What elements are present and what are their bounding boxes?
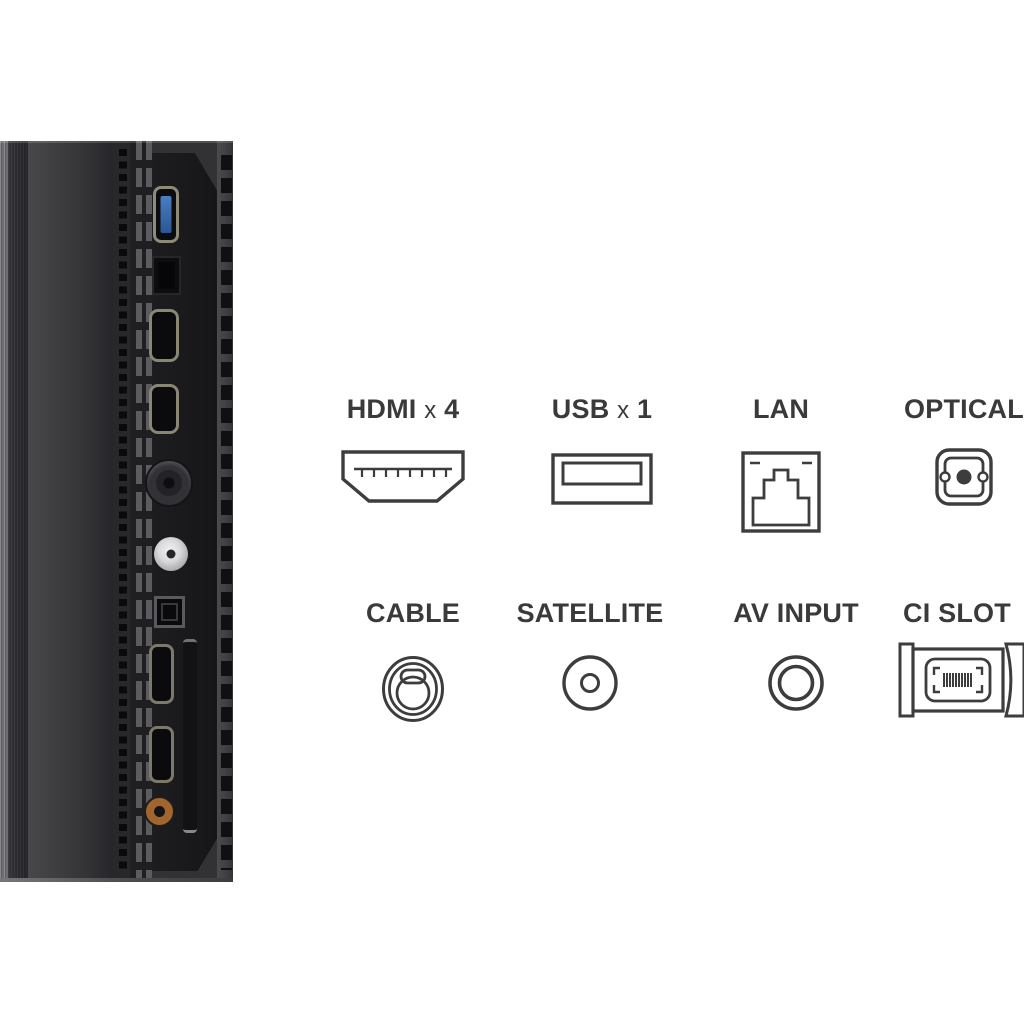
usb-port xyxy=(153,186,179,243)
coax-center-hole xyxy=(163,477,175,489)
av-minijack-port xyxy=(146,798,173,825)
port-group-cable: CABLE xyxy=(313,600,513,723)
panel-side-body xyxy=(28,141,113,882)
vent-holes xyxy=(119,149,127,874)
port-name: USB xyxy=(551,394,610,424)
port-label: SATELLITE xyxy=(516,598,664,628)
optical-port xyxy=(154,596,185,628)
hdmi-port-icon xyxy=(341,450,465,503)
panel-bottom-bevel xyxy=(0,878,233,882)
port-group-hdmi: HDMI x 4 xyxy=(303,396,503,504)
ci-slot-groove xyxy=(183,639,197,833)
optical-port-icon xyxy=(935,448,993,506)
tv-side-panel xyxy=(0,141,233,882)
panel-front-edge xyxy=(0,141,8,882)
satellite-center-hole xyxy=(166,549,176,559)
back-edge-dashes xyxy=(221,155,232,870)
usb-port-icon xyxy=(551,453,653,505)
optical-port-inner xyxy=(161,603,178,621)
port-times: x xyxy=(617,397,630,424)
panel-top-bevel xyxy=(0,141,233,143)
port-label: CI SLOT xyxy=(903,598,1011,628)
port-group-lan: LAN xyxy=(681,396,881,533)
panel-edge-strip xyxy=(8,141,28,882)
cable-coax-port xyxy=(147,461,191,505)
lan-port-opening xyxy=(158,262,175,289)
port-label: LAN xyxy=(752,394,810,424)
vent-dash-zone xyxy=(130,141,153,882)
port-label: OPTICAL xyxy=(904,394,1024,424)
satellite-f-connector xyxy=(154,537,188,571)
port-times: x xyxy=(424,397,437,424)
port-label: AV INPUT xyxy=(733,598,859,628)
port-count: 1 xyxy=(637,394,653,424)
hdmi-port-4 xyxy=(149,726,174,783)
av-input-icon xyxy=(768,655,824,711)
port-name: HDMI xyxy=(346,394,417,424)
port-label: CABLE xyxy=(366,598,460,628)
port-label: USB x 1 xyxy=(502,394,702,425)
ci-slot-icon xyxy=(898,642,1024,718)
vent-dash-column xyxy=(146,141,152,882)
hdmi-port-1 xyxy=(149,309,179,362)
port-group-optical: OPTICAL xyxy=(864,396,1024,506)
usb-port-insert xyxy=(160,196,172,233)
hdmi-port-2 xyxy=(149,384,179,434)
port-group-satellite: SATELLITE xyxy=(490,600,690,712)
port-group-usb: USB x 1 xyxy=(502,396,702,505)
cable-port-icon xyxy=(382,656,444,722)
lan-port-icon xyxy=(741,451,821,533)
satellite-port-icon xyxy=(562,655,618,711)
port-group-ci-slot: CI SLOT xyxy=(857,600,1024,718)
port-group-av-input: AV INPUT xyxy=(696,600,896,712)
lan-port xyxy=(152,256,181,295)
port-label: HDMI x 4 xyxy=(303,394,503,425)
port-count: 4 xyxy=(444,394,460,424)
vent-dash-column xyxy=(136,141,142,882)
hdmi-port-3 xyxy=(149,644,174,704)
